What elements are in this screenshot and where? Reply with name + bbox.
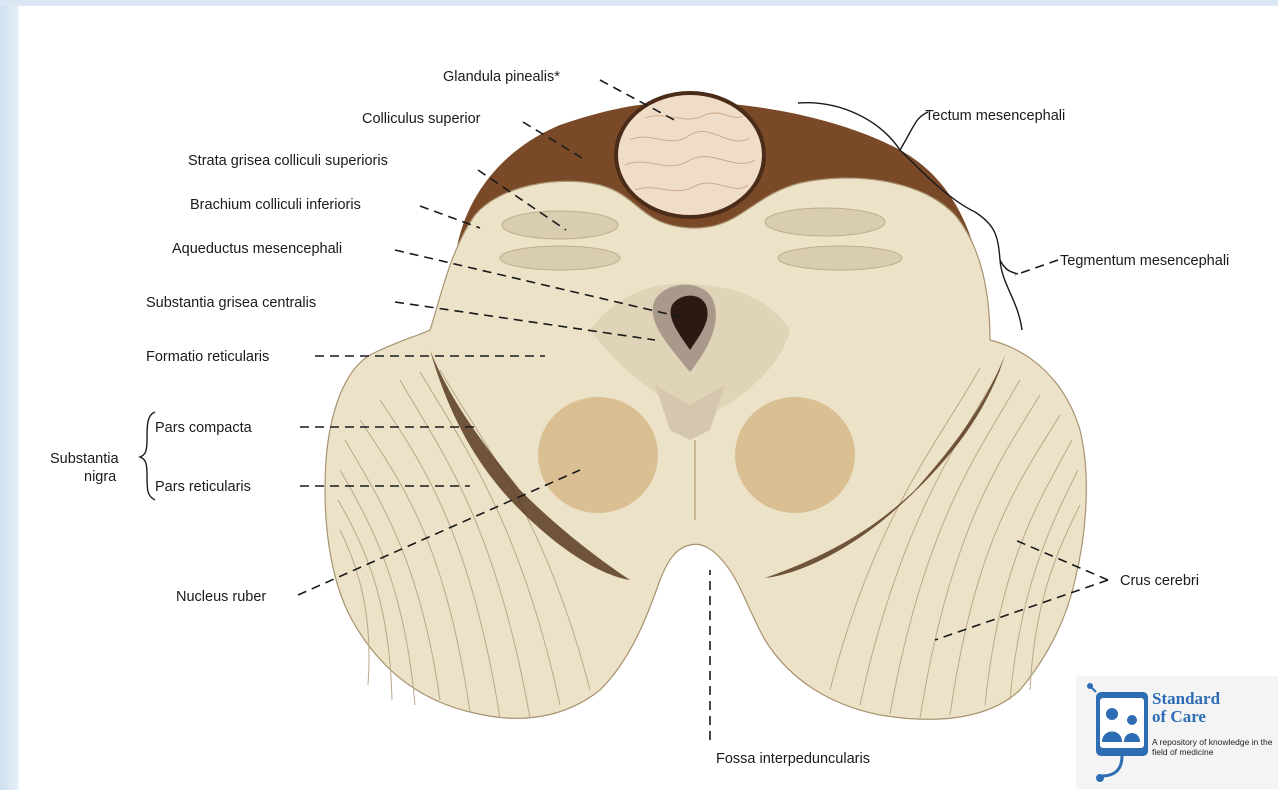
label-aqueductus: Aqueductus mesencephali — [172, 241, 342, 257]
nucleus-ruber-left — [538, 397, 658, 513]
midbrain-section — [325, 91, 1086, 719]
label-fossa: Fossa interpeduncularis — [716, 751, 870, 767]
label-tectum: Tectum mesencephali — [925, 108, 1065, 124]
label-tegmentum: Tegmentum mesencephali — [1060, 253, 1229, 269]
label-nucleus-ruber: Nucleus ruber — [176, 589, 266, 605]
label-pars-reticularis: Pars reticularis — [155, 479, 251, 495]
brace-substantia-nigra — [140, 412, 155, 500]
label-glandula-pinealis: Glandula pinealis* — [443, 69, 560, 85]
nucleus-ruber-right — [735, 397, 855, 513]
leader-tegmentum — [1015, 260, 1058, 275]
label-pars-compacta: Pars compacta — [155, 420, 253, 436]
logo-subtitle: A repository of knowledge in the field o… — [1152, 738, 1276, 757]
pineal-gland-body — [618, 95, 762, 215]
midbrain-tissue — [325, 178, 1086, 719]
label-brachium: Brachium colliculi inferioris — [190, 197, 361, 213]
label-substantia-grisea: Substantia grisea centralis — [146, 295, 316, 311]
label-strata-grisea: Strata grisea colliculi superioris — [188, 153, 388, 169]
label-colliculus-superior: Colliculus superior — [362, 111, 481, 127]
label-crus-cerebri: Crus cerebri — [1120, 573, 1199, 589]
logo-icon — [1082, 680, 1154, 790]
logo-title: Standard of Care — [1152, 690, 1220, 726]
standard-of-care-logo: Standard of Care A repository of knowled… — [1076, 676, 1278, 789]
label-substantia-nigra-2: nigra — [84, 469, 117, 485]
label-formatio: Formatio reticularis — [146, 349, 269, 365]
label-substantia-nigra-1: Substantia — [50, 451, 119, 467]
